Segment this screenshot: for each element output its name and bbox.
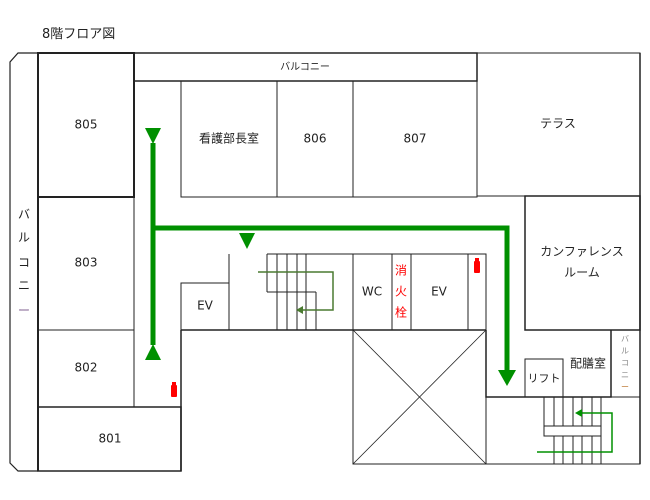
stair-arrow-right — [537, 412, 613, 453]
fire-extinguisher-icon — [171, 382, 177, 397]
stair-arrow-middle — [258, 271, 334, 311]
floor-title: 8階フロア図 — [42, 27, 115, 42]
arrow-up-icon — [145, 344, 161, 360]
svg-text:コ: コ — [18, 256, 30, 270]
conference-label-1: カンファレンス — [540, 245, 623, 259]
room-803-label: 803 — [75, 256, 98, 270]
svg-text:コ: コ — [621, 359, 629, 368]
conference-room — [524, 195, 641, 331]
room-802-label: 802 — [75, 361, 98, 375]
balcony-right-label: バ ル コ ニ ー — [621, 335, 629, 392]
svg-text:火: 火 — [395, 285, 407, 299]
evacuation-route — [145, 128, 516, 386]
svg-text:ニ: ニ — [18, 279, 30, 293]
room-806-label: 806 — [304, 132, 327, 146]
svg-text:ニ: ニ — [621, 371, 629, 380]
terrace-label: テラス — [540, 117, 576, 131]
fire-extinguisher-icon — [474, 258, 480, 273]
svg-text:栓: 栓 — [395, 305, 407, 320]
ev-left-label: EV — [197, 299, 214, 313]
arrow-down-icon — [145, 128, 161, 144]
svg-text:ー: ー — [18, 304, 30, 318]
ev-right-label: EV — [431, 285, 448, 299]
arrow-down-icon — [498, 370, 516, 386]
room-nurse-director-label: 看護部長室 — [199, 131, 259, 146]
conference-label-2: ルーム — [564, 266, 600, 280]
svg-text:ー: ー — [621, 383, 629, 392]
balcony-left-outline — [9, 52, 38, 472]
svg-text:消: 消 — [395, 264, 407, 278]
svg-text:ル: ル — [18, 231, 30, 245]
arrow-down-icon — [239, 233, 255, 249]
balcony-left-label: バ ル コ ニ ー — [18, 208, 30, 318]
stairs-right — [543, 397, 602, 464]
room-801-label: 801 — [99, 432, 122, 446]
svg-text:バ: バ — [18, 208, 30, 222]
wc-label: WC — [362, 285, 382, 299]
stairs-middle — [266, 254, 317, 330]
room-807-label: 807 — [404, 132, 427, 146]
balcony-top-label: バルコニー — [280, 61, 330, 73]
lift-label: リフト — [528, 372, 561, 385]
pantry-label: 配膳室 — [570, 356, 606, 371]
svg-text:バ: バ — [621, 335, 629, 344]
room-805-label: 805 — [75, 118, 98, 132]
void-area — [352, 329, 487, 465]
svg-text:ル: ル — [621, 347, 629, 356]
